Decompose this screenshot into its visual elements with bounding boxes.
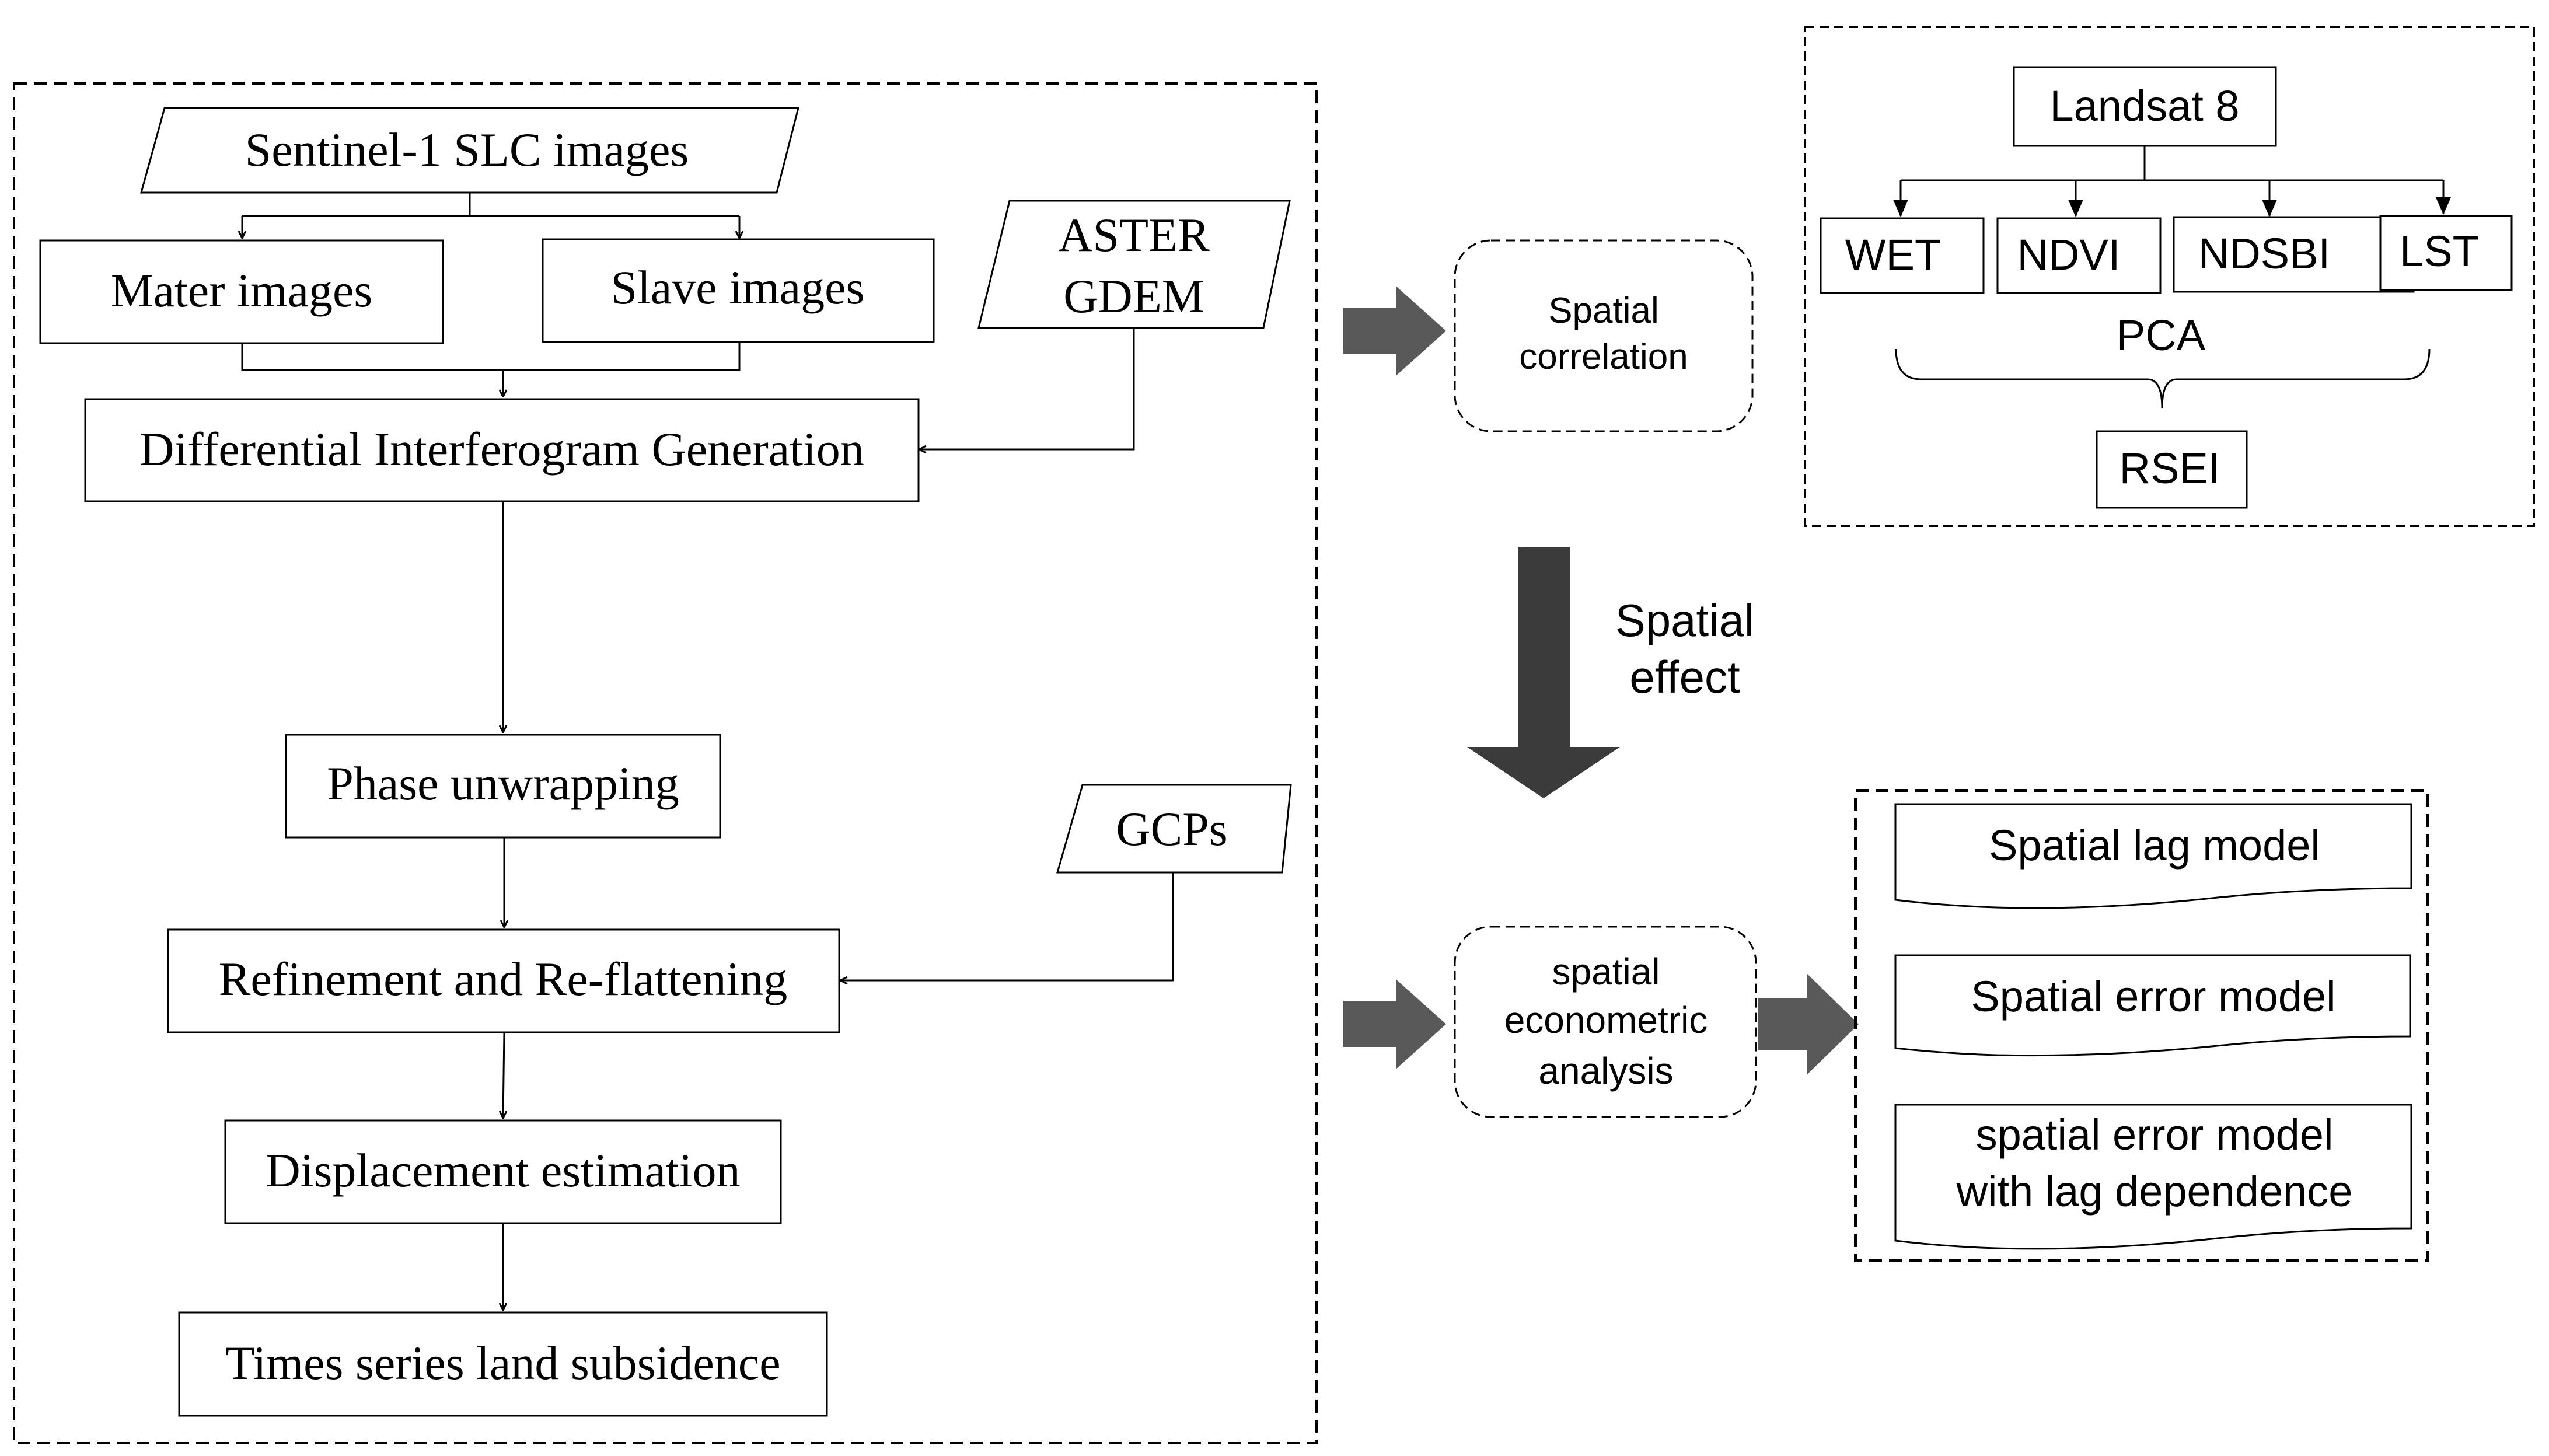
landsat-split-connector	[1893, 146, 2451, 217]
ndvi-box	[1996, 217, 2162, 294]
slave-images-label: Slave images	[611, 261, 865, 314]
spatial-effect-label-line2: effect	[1629, 651, 1740, 703]
ndsbi-label: NDSBI	[2198, 229, 2330, 278]
aster-gdem-input-shape	[977, 200, 1291, 329]
spatial-effect-down-arrow	[1467, 547, 1620, 798]
wet-box	[1820, 217, 1985, 294]
master-images-box	[39, 239, 444, 344]
spatial-correlation-label-line1: Spatial	[1548, 291, 1659, 331]
landsat8-label: Landsat 8	[2049, 82, 2239, 130]
spatial-error-model-doc	[1894, 954, 2411, 1057]
aster-to-dig-connector	[919, 328, 1135, 449]
econometric-label-line3: analysis	[1538, 1050, 1673, 1092]
spatial-error-model-label: Spatial error model	[1971, 972, 2335, 1021]
wet-label: WET	[1845, 231, 1941, 279]
dig-box	[84, 398, 920, 502]
sem-lag-dependence-label-line2: with lag dependence	[1956, 1167, 2353, 1216]
phase-unwrapping-box	[285, 734, 721, 839]
displacement-label: Displacement estimation	[266, 1144, 741, 1197]
sentinel-input-shape	[140, 107, 799, 194]
lst-box	[2379, 215, 2513, 291]
spatial-lag-model-doc	[1894, 803, 2412, 909]
spatial-lag-model-label: Spatial lag model	[1989, 821, 2320, 870]
refine-to-displacement-connector	[503, 1032, 504, 1118]
econometric-label-line2: econometric	[1504, 999, 1708, 1041]
ndsbi-box	[2173, 216, 2415, 293]
aster-gdem-label-line1: ASTER	[1058, 208, 1210, 261]
rsei-box	[2096, 430, 2248, 509]
rsei-label: RSEI	[2119, 444, 2220, 493]
insar-group-frame	[13, 82, 1318, 1444]
econometric-label-line1: spatial	[1552, 951, 1660, 993]
lst-label: LST	[2400, 227, 2479, 275]
spatial-correlation-label-line2: correlation	[1519, 337, 1688, 377]
slave-images-box	[542, 238, 935, 343]
spatial-econometric-node	[1454, 926, 1757, 1118]
pca-label: PCA	[2117, 311, 2206, 359]
sem-lag-dependence-label-line1: spatial error model	[1976, 1111, 2334, 1159]
to-models-block-arrow	[1758, 973, 1859, 1075]
sentinel-input-label: Sentinel-1 SLC images	[245, 123, 689, 176]
refinement-label: Refinement and Re-flattening	[219, 952, 788, 1005]
gcps-input-shape	[1056, 784, 1292, 874]
timeseries-label: Times series land subsidence	[225, 1336, 780, 1389]
sentinel-split-connector	[242, 193, 739, 238]
landsat8-box	[2013, 66, 2277, 147]
aster-gdem-label-line2: GDEM	[1063, 270, 1204, 323]
phase-unwrapping-label: Phase unwrapping	[327, 757, 679, 810]
spatial-effect-label-line1: Spatial	[1615, 595, 1755, 646]
gcps-to-refine-connector	[840, 872, 1174, 980]
gcps-label: GCPs	[1116, 802, 1227, 856]
ndvi-label: NDVI	[2017, 231, 2121, 279]
rsei-group-frame	[1804, 26, 2535, 527]
refinement-box	[167, 928, 840, 1033]
pair-merge-connector	[241, 342, 741, 397]
timeseries-box	[178, 1311, 828, 1417]
to-econometric-block-arrow	[1343, 979, 1446, 1069]
to-correlation-block-arrow	[1343, 286, 1446, 376]
models-group-frame	[1854, 789, 2429, 1262]
spatial-correlation-node	[1454, 239, 1754, 432]
pca-brace	[1895, 348, 2431, 409]
sem-lag-dependence-doc	[1894, 1104, 2412, 1250]
dig-label: Differential Interferogram Generation	[139, 423, 864, 476]
master-images-label: Mater images	[111, 264, 373, 317]
